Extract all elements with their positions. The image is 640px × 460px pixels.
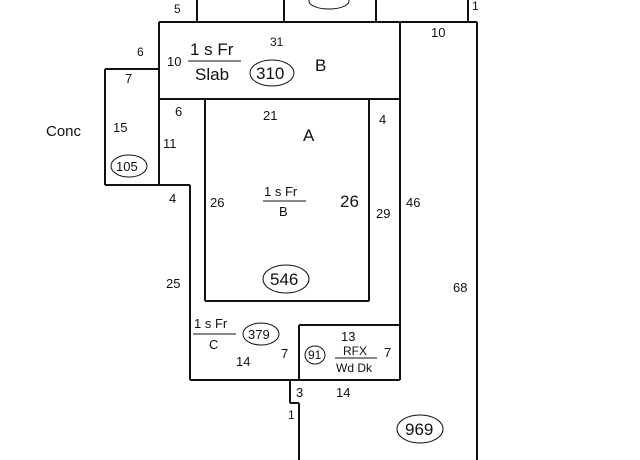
bottom-area: 969 <box>405 420 433 439</box>
b-letter: B <box>315 56 326 75</box>
wd-dim-right: 7 <box>384 345 391 360</box>
wd-fraction-bottom: Wd Dk <box>336 361 373 375</box>
wd-fraction-top: RFX <box>343 344 367 358</box>
wd-dim-top: 13 <box>341 329 355 344</box>
bottom-dim-3: 3 <box>296 385 303 400</box>
bottom-dim-1: 1 <box>288 408 295 422</box>
a-dim-left: 26 <box>210 195 224 210</box>
c105-area: 105 <box>116 159 138 174</box>
sketch-lines <box>104 0 478 460</box>
b-area: 310 <box>256 64 284 83</box>
conc-label: Conc <box>46 123 82 140</box>
c-dim-bottom: 14 <box>236 354 250 369</box>
a-area: 546 <box>270 270 298 289</box>
dim-29: 29 <box>376 206 390 221</box>
dim-46: 46 <box>406 195 420 210</box>
dim-11: 11 <box>163 136 177 151</box>
dim-top-right: 1 <box>472 0 479 13</box>
a-dim-top: 21 <box>263 108 277 123</box>
b-fraction-top: 1 s Fr <box>190 40 234 59</box>
c-dim-right: 7 <box>281 346 288 361</box>
wd-dim-bottom: 14 <box>336 385 350 400</box>
a-dim-top-left: 6 <box>175 104 182 119</box>
c-fraction-top: 1 s Fr <box>194 316 228 331</box>
a-dim-top-right: 4 <box>379 112 386 127</box>
b-dim-top: 31 <box>270 35 284 49</box>
c105-dim-top: 7 <box>125 71 132 86</box>
dim-4: 4 <box>169 191 176 206</box>
b-dim-left: 10 <box>167 54 181 69</box>
a-fraction-top: 1 s Fr <box>264 184 298 199</box>
dim-top-left: 5 <box>174 2 181 16</box>
wd-area: 91 <box>308 348 322 362</box>
c105-dim-side: 15 <box>113 120 127 135</box>
a-fraction-bottom: B <box>279 204 288 219</box>
area-ovals <box>110 0 444 444</box>
b-fraction-bottom: Slab <box>195 65 229 84</box>
dim-10: 10 <box>431 25 445 40</box>
dim-68: 68 <box>453 280 467 295</box>
b-dim-top-left: 6 <box>137 45 144 59</box>
dim-25: 25 <box>166 276 180 291</box>
c-area: 379 <box>248 327 270 342</box>
c-fraction-bottom: C <box>209 337 218 352</box>
a-letter: A <box>303 126 315 145</box>
a-dim-right: 26 <box>340 192 359 211</box>
